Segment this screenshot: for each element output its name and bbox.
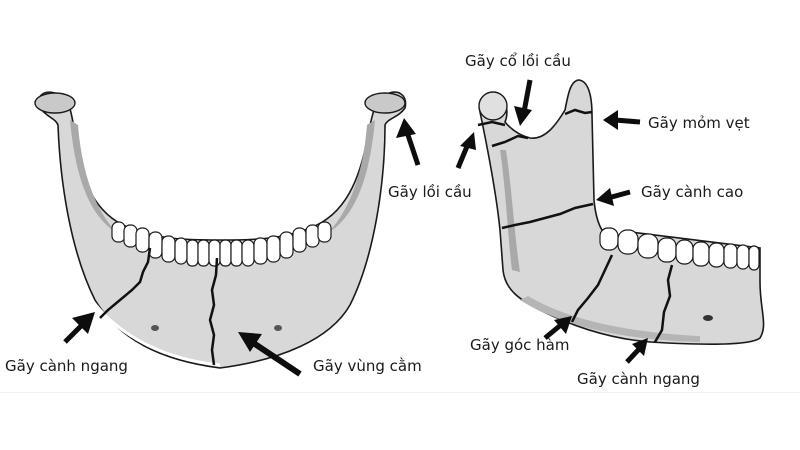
fracture-angle [570, 254, 614, 323]
label-condylar-neck: Gãy cổ lồi cầu [465, 52, 571, 70]
side-arrows [455, 79, 648, 364]
front-teeth [111, 221, 332, 267]
fracture-coronoid [564, 108, 593, 116]
front-foramen-right [274, 325, 282, 331]
label-angle: Gãy góc hàm [470, 336, 570, 354]
front-highlight [86, 294, 221, 367]
side-fractures [477, 108, 674, 343]
arrow-horizontal-ramus-side-icon [625, 346, 642, 364]
front-shadow-left [70, 120, 116, 232]
side-shadow-lower [520, 296, 700, 342]
label-side-horizontal-ramus: Gãy cành ngang [577, 370, 700, 388]
label-front-horizontal-ramus: Gãy cành ngang [5, 357, 128, 375]
side-condyle-head [478, 91, 508, 121]
front-arrows [63, 118, 421, 377]
fracture-condylar-neck [491, 134, 529, 148]
fracture-condyle [477, 120, 506, 127]
arrow-condyle-front-icon [404, 131, 421, 166]
side-shadow [500, 150, 520, 272]
arrow-condyle-side-icon [455, 143, 471, 169]
label-ascending-ramus: Gãy cành cao [641, 183, 744, 201]
front-condyle-left [34, 92, 76, 114]
arrow-condylar-neck-icon [521, 79, 533, 113]
label-condyle: Gãy lồi cầu [388, 183, 472, 201]
front-foramen-left [151, 325, 159, 331]
front-condyle-right [364, 92, 406, 114]
front-fracture-chin [208, 257, 219, 366]
label-front-chin-region: Gãy vùng cằm [313, 357, 422, 375]
side-mental-foramen [703, 315, 713, 321]
fracture-horizontal-ramus [653, 264, 674, 343]
front-fracture-horizontal [99, 247, 152, 319]
front-shadow-right [329, 120, 375, 232]
label-coronoid-process: Gãy mỏm vẹt [648, 114, 750, 132]
arrow-coronoid-icon [614, 117, 641, 125]
arrow-angle-icon [543, 322, 564, 340]
arrow-chin-icon [250, 339, 302, 377]
side-teeth [599, 227, 760, 271]
fracture-ascending-ramus [501, 202, 594, 230]
